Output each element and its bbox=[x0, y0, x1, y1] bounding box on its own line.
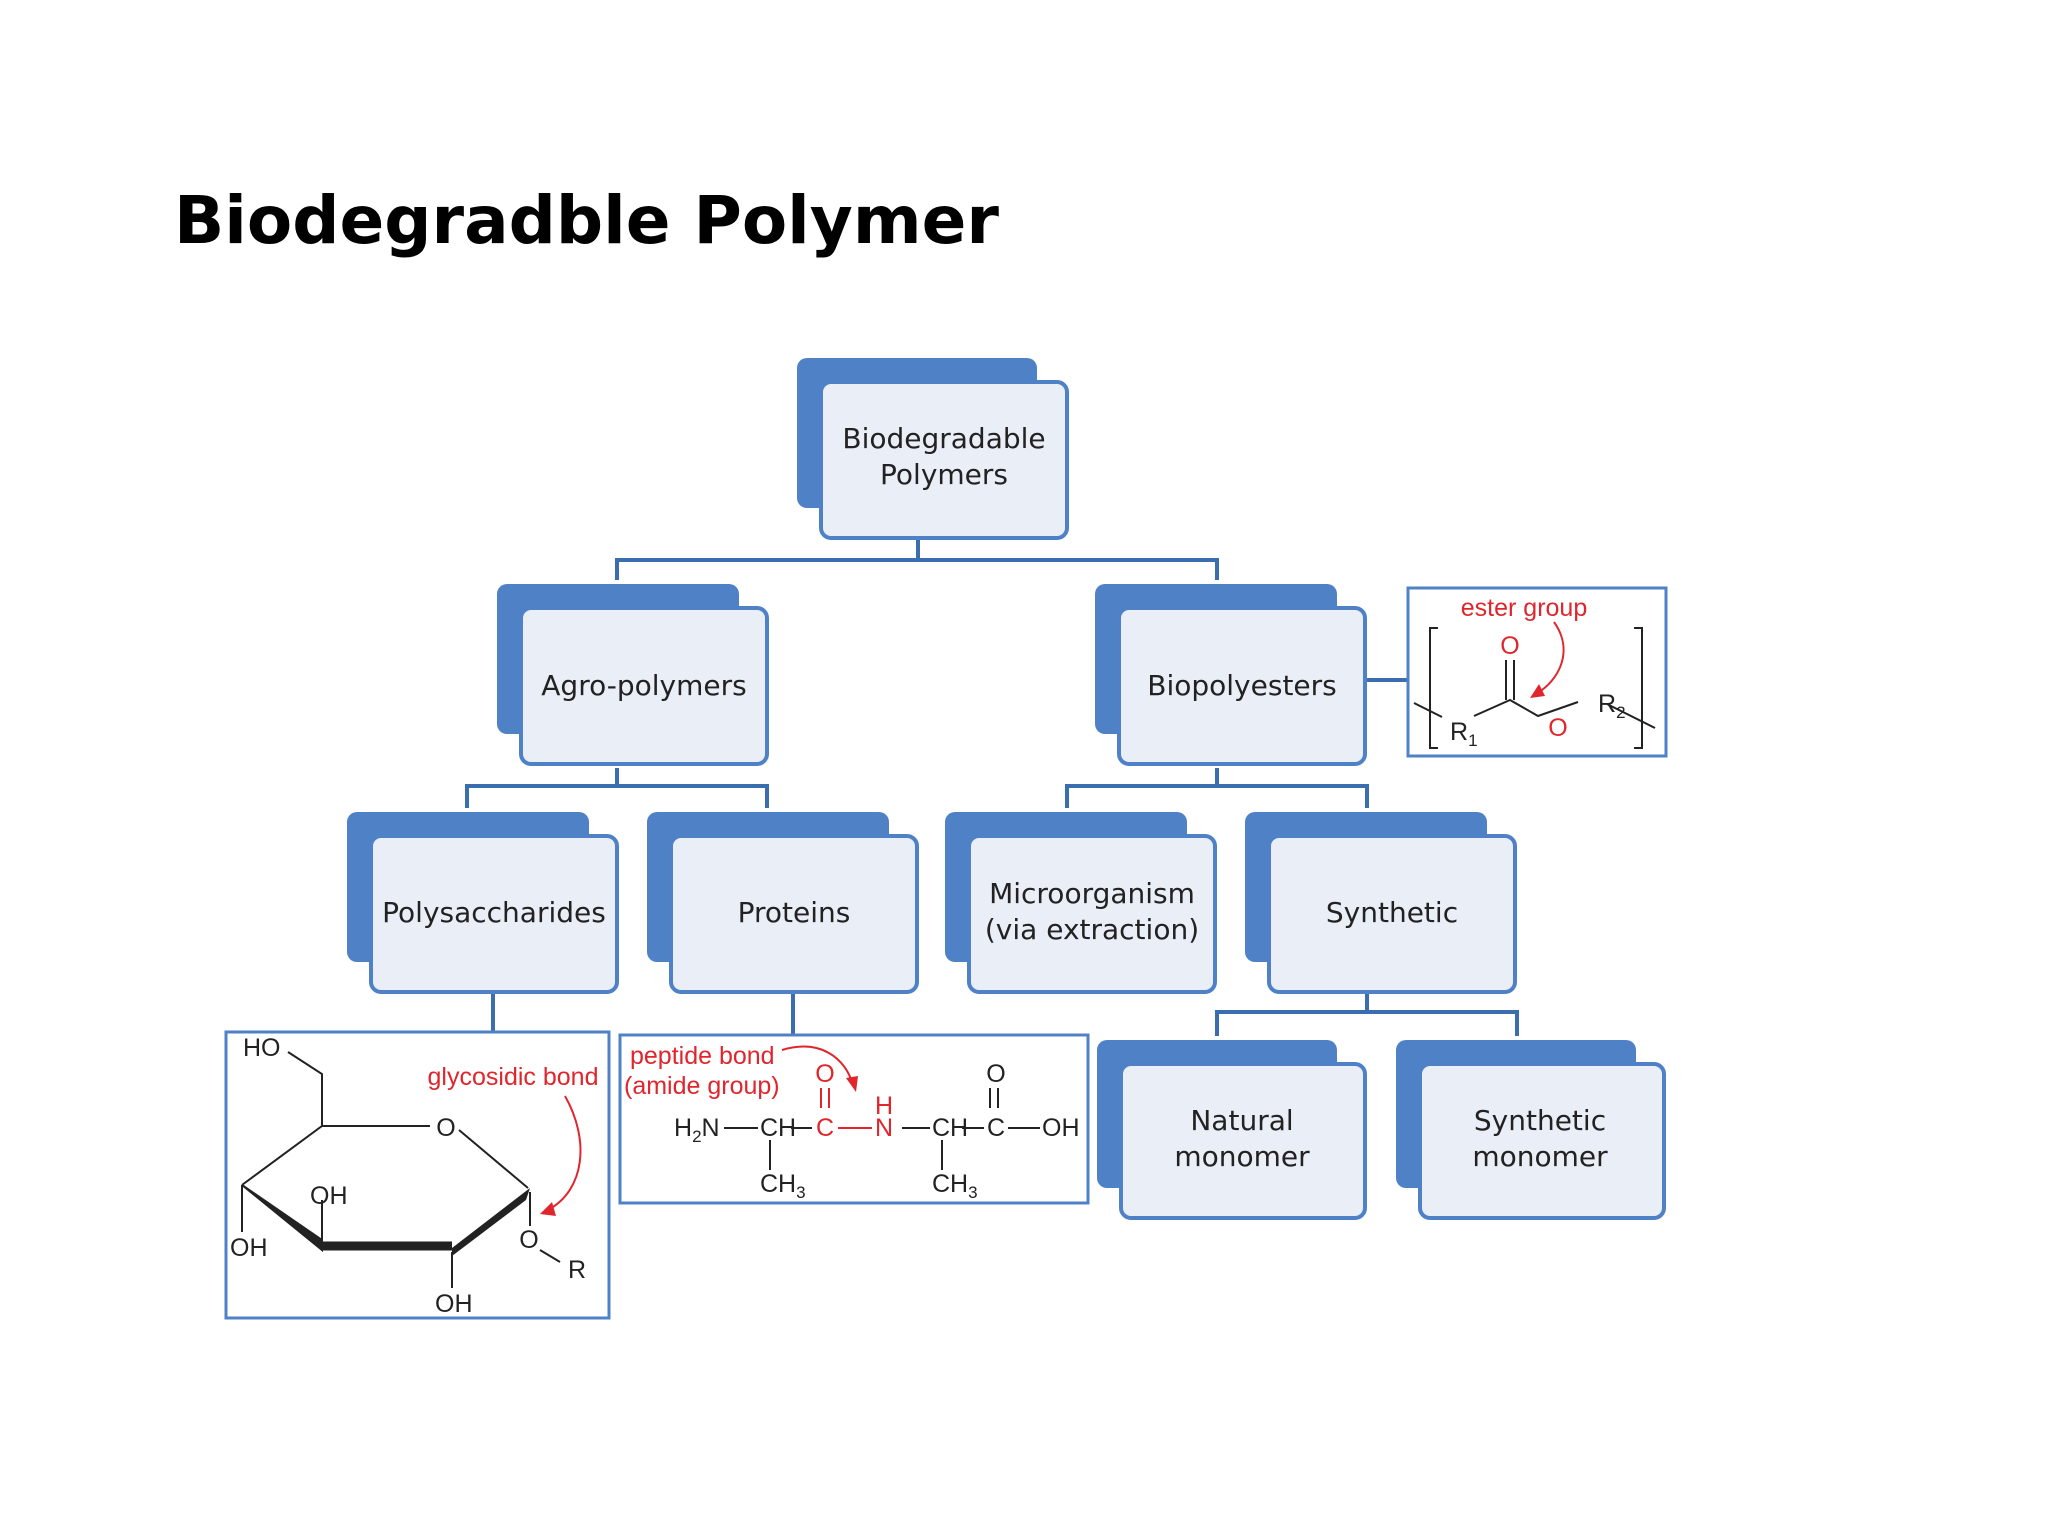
node-root-label-line1: Biodegradable bbox=[842, 422, 1045, 455]
node-root-label-line2: Polymers bbox=[880, 458, 1008, 491]
peptide-o-amide: O bbox=[815, 1060, 834, 1088]
glycoside-link-o: O bbox=[519, 1226, 538, 1254]
glycoside-ho: HO bbox=[243, 1034, 281, 1062]
peptide-structure-frame bbox=[618, 1033, 1090, 1205]
node-proteins-label: Proteins bbox=[738, 896, 851, 929]
node-microorganism-label-line1: Microorganism bbox=[989, 877, 1195, 910]
glycoside-note: glycosidic bond bbox=[428, 1063, 599, 1091]
glycoside-ring-thin bbox=[241, 1051, 529, 1189]
ester-structure: ester group O O R1 R2 bbox=[1406, 586, 1668, 758]
ester-bonds bbox=[1413, 698, 1656, 729]
peptide-bonds-black bbox=[724, 1088, 1040, 1170]
node-root: Biodegradable Polymers bbox=[797, 358, 1069, 540]
ester-r1: R1 bbox=[1450, 718, 1478, 750]
peptide-o-acid: O bbox=[986, 1060, 1005, 1088]
glycoside-structure-frame bbox=[224, 1030, 611, 1320]
node-synthetic-label: Synthetic bbox=[1326, 896, 1458, 929]
node-proteins: Proteins bbox=[647, 812, 919, 994]
ester-note: ester group bbox=[1461, 594, 1587, 622]
ester-arrowhead bbox=[1530, 684, 1545, 698]
connector-lines bbox=[465, 538, 1519, 1036]
glycoside-arrowhead bbox=[540, 1202, 556, 1216]
peptide-structure: peptide bond (amide group) H2N CH C O H … bbox=[618, 1033, 1090, 1205]
node-natural-monomer-label-line2: monomer bbox=[1174, 1140, 1310, 1173]
glycoside-r: R bbox=[568, 1256, 586, 1284]
ester-link-o: O bbox=[1548, 714, 1567, 742]
node-microorganism-label-line2: (via extraction) bbox=[985, 913, 1199, 946]
node-agro-polymers: Agro-polymers bbox=[497, 584, 769, 766]
ester-carbonyl-o: O bbox=[1500, 632, 1519, 660]
glycoside-ring-wedge-right bbox=[452, 1188, 530, 1256]
node-synthetic-monomer-label-line1: Synthetic bbox=[1474, 1104, 1606, 1137]
glycoside-arrow bbox=[547, 1095, 582, 1211]
node-polysaccharides-label: Polysaccharides bbox=[382, 896, 606, 929]
ester-bracket-right bbox=[1634, 627, 1643, 749]
node-synthetic: Synthetic bbox=[1245, 812, 1517, 994]
peptide-bonds-red bbox=[820, 1088, 872, 1129]
peptide-h-amide: H bbox=[875, 1092, 893, 1120]
glycoside-ring-o: O bbox=[436, 1114, 455, 1142]
connector-synthetic-level4 bbox=[1215, 994, 1519, 1036]
node-microorganism: Microorganism (via extraction) bbox=[945, 812, 1217, 994]
ester-r2: R2 bbox=[1598, 690, 1626, 722]
peptide-note-line1: peptide bond bbox=[630, 1042, 775, 1070]
glycoside-oh-bottom: OH bbox=[435, 1290, 473, 1318]
peptide-arrowhead bbox=[846, 1076, 858, 1092]
peptide-h2n: H2N bbox=[674, 1114, 720, 1146]
peptide-n-amide: N bbox=[875, 1114, 893, 1142]
peptide-oh: OH bbox=[1042, 1114, 1080, 1142]
ester-carbonyl-double-bond bbox=[1505, 660, 1515, 700]
peptide-arrow bbox=[781, 1045, 853, 1083]
node-natural-monomer: Natural monomer bbox=[1097, 1040, 1367, 1220]
glycoside-oh-inner: OH bbox=[310, 1182, 348, 1210]
peptide-ch3-left: CH3 bbox=[760, 1170, 806, 1202]
node-natural-monomer-label-line1: Natural bbox=[1190, 1104, 1293, 1137]
node-polysaccharides: Polysaccharides bbox=[347, 812, 619, 994]
connector-agro-level3 bbox=[465, 768, 769, 808]
node-synthetic-monomer: Synthetic monomer bbox=[1396, 1040, 1666, 1220]
glycoside-substituents bbox=[241, 1185, 561, 1288]
node-biopolyesters: Biopolyesters bbox=[1095, 584, 1367, 766]
peptide-note-line2: (amide group) bbox=[624, 1072, 780, 1100]
node-biopolyesters-label: Biopolyesters bbox=[1147, 669, 1337, 702]
slide-title: Biodegradble Polymer bbox=[174, 182, 999, 259]
connector-biopolyesters-level3 bbox=[1065, 768, 1369, 808]
node-agro-polymers-label: Agro-polymers bbox=[541, 669, 746, 702]
glycoside-structure: glycosidic bond HO O OH OH OH O R bbox=[224, 1030, 611, 1320]
peptide-c-acid: C bbox=[987, 1114, 1005, 1142]
node-synthetic-monomer-label-line2: monomer bbox=[1472, 1140, 1608, 1173]
peptide-c-amide: C bbox=[816, 1114, 834, 1142]
peptide-ch-left: CH bbox=[760, 1114, 796, 1142]
glycoside-oh-left: OH bbox=[230, 1234, 268, 1262]
peptide-ch3-right: CH3 bbox=[932, 1170, 978, 1202]
ester-structure-frame bbox=[1406, 586, 1668, 758]
ester-bracket-left bbox=[1429, 627, 1438, 749]
ester-arrow bbox=[1535, 621, 1565, 695]
connector-root-level2 bbox=[615, 538, 1219, 580]
